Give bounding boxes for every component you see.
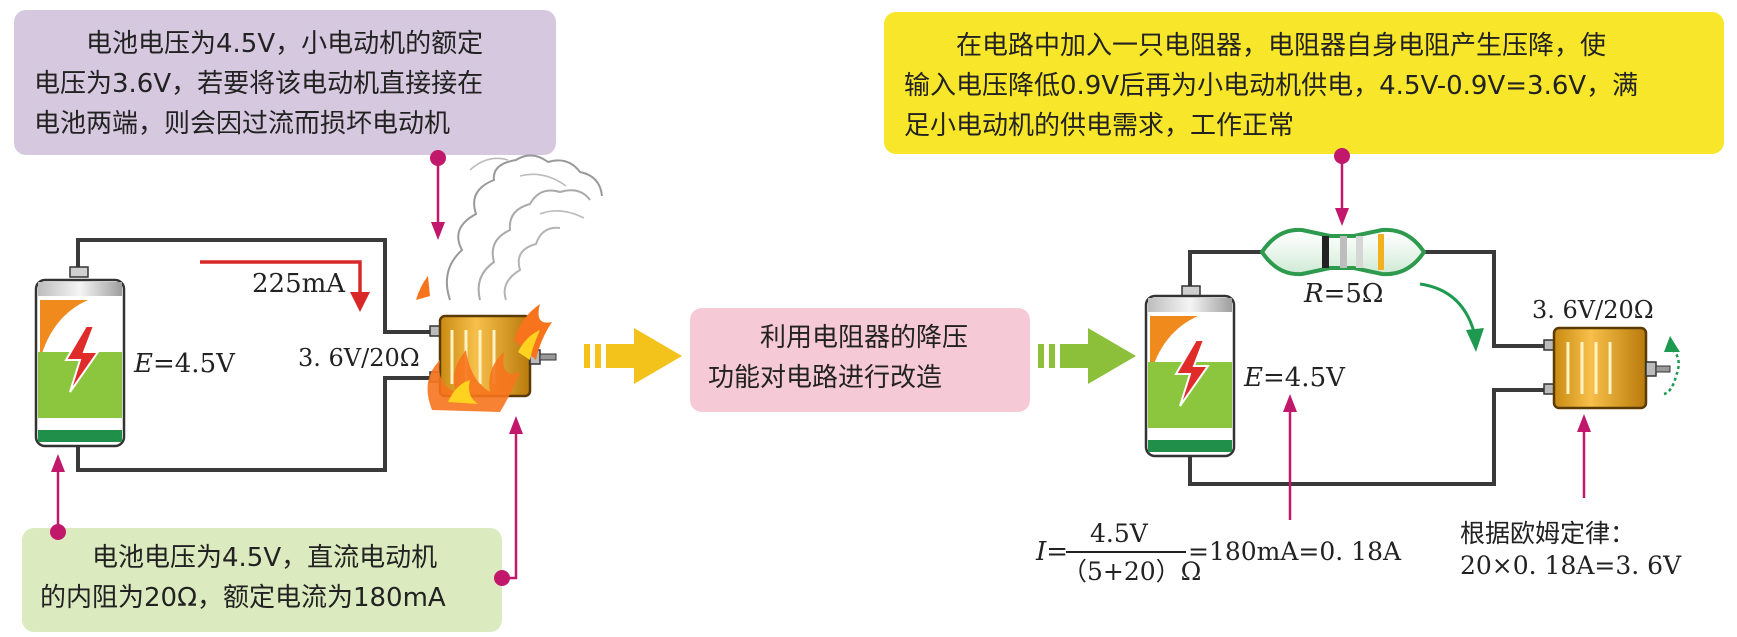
callout-transition-note: 利用电阻器的降压 功能对电路进行改造 [690, 308, 1030, 412]
left-wire-bottom [76, 376, 440, 472]
flame-icon [427, 350, 520, 412]
flame-icon [448, 380, 478, 404]
svg-text:I=: I= [1035, 537, 1068, 567]
right-battery [1144, 285, 1236, 458]
flame-icon [416, 276, 430, 300]
pointer-top-left [430, 150, 446, 240]
pointer-resistor [1334, 148, 1350, 226]
right-wire-top-right [1424, 250, 1554, 348]
current-arrow [200, 260, 362, 300]
callout-line: 功能对电路进行改造 [708, 363, 943, 393]
current-label: 225mA [252, 269, 346, 299]
right-motor-label: 3. 6V/20Ω [1532, 296, 1654, 324]
callout-line: 电池两端，则会因过流而损坏电动机 [34, 109, 451, 139]
ohm-law-note: 根据欧姆定律： 20×0. 18A=3. 6V [1460, 519, 1682, 580]
pointer-right-motor [1577, 414, 1591, 498]
transition-arrow-yellow [584, 328, 682, 384]
right-wire-top-left [1188, 250, 1262, 290]
resistor-label: R=5Ω [1303, 279, 1383, 309]
left-motor-label: 3. 6V/20Ω [298, 344, 420, 372]
left-battery-label: E=4.5V [133, 349, 236, 379]
formula-result: =180mA=0. 18A [1188, 537, 1402, 566]
left-circuit: 225mA E=4.5V 3. 6V/20Ω [34, 150, 603, 586]
callout-line: 足小电动机的供电需求，工作正常 [904, 111, 1295, 141]
callout-line: 利用电阻器的降压 [760, 323, 969, 353]
callout-line: 电池电压为4.5V，直流电动机 [92, 543, 438, 573]
callout-line: 的内阻为20Ω，额定电流为180mA [40, 583, 446, 613]
ohm-law-title: 根据欧姆定律： [1460, 519, 1635, 548]
smoke-icon [503, 226, 561, 301]
transition-arrow-green [1038, 328, 1136, 384]
smoke-icon [469, 157, 585, 219]
formula-numerator: 4.5V [1090, 519, 1149, 548]
resistor [1259, 227, 1427, 277]
right-motor [1543, 326, 1680, 410]
ohm-law-calculation: 20×0. 18A=3. 6V [1460, 551, 1682, 580]
callout-motor-specs: 电池电压为4.5V，直流电动机 的内阻为20Ω，额定电流为180mA [22, 528, 502, 632]
current-formula: I= 4.5V （5+20）Ω =180mA=0. 18A [1035, 519, 1402, 586]
lightning-icon [1174, 339, 1210, 407]
lightning-icon [64, 325, 100, 393]
left-wire-top [76, 238, 440, 334]
callout-resistor-solution: 在电路中加入一只电阻器，电阻器自身电阻产生压降，使 输入电压降低0.9V后再为小… [884, 12, 1724, 154]
pointer-right-battery [1283, 394, 1297, 520]
right-wire-bottom [1188, 388, 1554, 486]
right-circuit: R=5Ω E=4.5V 3. 6V/20Ω I= 4.5V （5+20）Ω =1… [1035, 148, 1682, 586]
smoke-icon [477, 189, 591, 301]
callout-line: 输入电压降低0.9V后再为小电动机供电，4.5V-0.9V=3.6V，满 [904, 71, 1639, 101]
right-battery-label: E=4.5V [1243, 363, 1346, 393]
formula-denominator: （5+20）Ω [1062, 557, 1201, 586]
callout-line: 电压为3.6V，若要将该电动机直接接在 [34, 69, 484, 99]
pointer-bottom-left [50, 454, 66, 540]
callout-line: 电池电压为4.5V，小电动机的额定 [86, 29, 484, 59]
smoke-icon [446, 154, 603, 301]
callout-line: 在电路中加入一只电阻器，电阻器自身电阻产生压降，使 [956, 31, 1607, 61]
flame-icon [518, 330, 540, 360]
left-battery [34, 266, 126, 448]
callout-overcurrent-warning: 电池电压为4.5V，小电动机的额定 电压为3.6V，若要将该电动机直接接在 电池… [14, 10, 556, 155]
left-motor [416, 154, 603, 412]
pointer-bottom-motor [494, 416, 523, 586]
flow-arrow [1419, 282, 1476, 333]
